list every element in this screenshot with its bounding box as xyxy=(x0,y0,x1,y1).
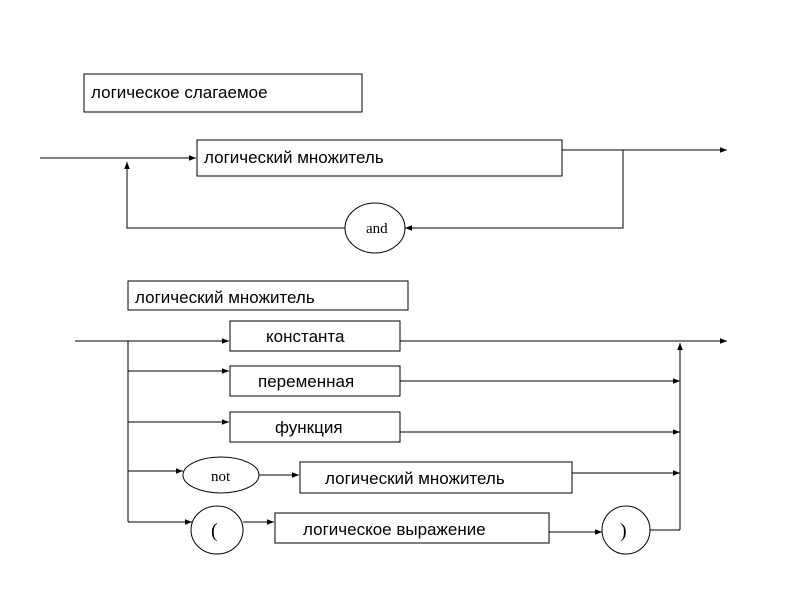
logical-factor-title-text: логический множитель xyxy=(135,288,315,307)
factor-box-bottom-text: логический множитель xyxy=(325,469,505,488)
open-paren-text: ( xyxy=(211,520,218,542)
logical-factor-title-box xyxy=(127,280,409,311)
function-box: функция xyxy=(229,411,401,443)
variable-text: переменная xyxy=(258,372,354,391)
factor-box-top: логический множитель xyxy=(196,139,563,177)
open-paren-ellipse xyxy=(190,505,244,555)
logical-factor-title: логический множитель xyxy=(127,280,409,311)
logical-term-title-text: логическое слагаемое xyxy=(91,83,268,102)
expression-rect xyxy=(274,512,550,544)
constant-rect xyxy=(229,320,401,352)
factor-box-bottom-rect xyxy=(299,461,573,494)
logical-factor-diagram: логический множитель константа переменна… xyxy=(75,280,727,555)
factor-box-top-rect xyxy=(196,139,563,177)
close-paren-text: ) xyxy=(620,520,627,542)
logical-term-title-box xyxy=(83,73,363,113)
open-paren-operator: ( xyxy=(190,505,244,555)
function-text: функция xyxy=(275,418,343,437)
factor-box-top-text: логический множитель xyxy=(204,148,384,167)
loop-right-line xyxy=(405,150,624,231)
expression-text: логическое выражение xyxy=(303,520,486,539)
and-operator: and xyxy=(344,202,406,254)
function-rect xyxy=(229,411,401,443)
expression-box: логическое выражение xyxy=(274,512,550,544)
constant-text: константа xyxy=(266,327,345,346)
logical-term-title: логическое слагаемое xyxy=(83,73,363,113)
and-text: and xyxy=(366,221,388,237)
not-text: not xyxy=(211,469,231,485)
not-operator: not xyxy=(182,456,260,494)
variable-box: переменная xyxy=(229,365,401,397)
logical-term-diagram: логическое слагаемое логический множител… xyxy=(40,73,727,254)
constant-box: константа xyxy=(229,320,401,352)
loop-left-line xyxy=(124,162,345,229)
factor-box-bottom: логический множитель xyxy=(299,461,573,494)
close-paren-operator: ) xyxy=(601,505,651,555)
